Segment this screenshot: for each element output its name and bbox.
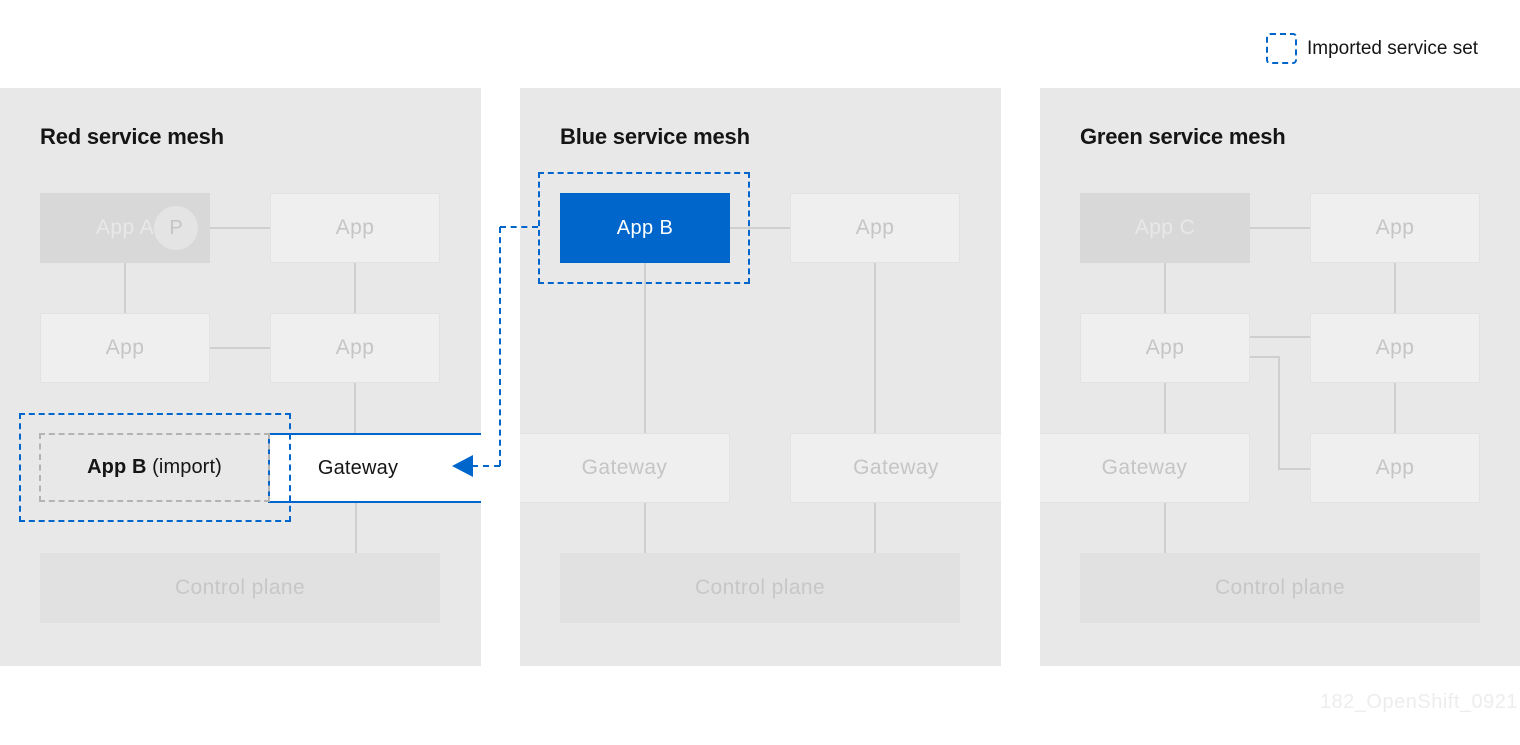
app-label: App <box>335 216 375 239</box>
connector-line <box>1250 356 1280 358</box>
watermark: 182_OpenShift_0921 <box>1319 691 1518 713</box>
control-plane-label: Control plane <box>1214 576 1346 599</box>
connector-line <box>354 383 356 433</box>
blue-mesh-panel: Blue service mesh App B App Gateway Gate… <box>520 88 1001 666</box>
gateway-label: Gateway <box>581 456 668 479</box>
import-app-label: App B <box>87 456 147 478</box>
red-mesh-panel: Red service mesh App A P App App App Gat… <box>0 88 481 666</box>
import-arrowhead-icon <box>452 455 473 477</box>
control-plane-box-green: Control plane <box>1080 553 1480 623</box>
red-mesh-title: Red service mesh <box>40 124 224 149</box>
connector-line <box>1250 336 1310 338</box>
app-b-import-box: App B (import) <box>39 433 270 502</box>
app-box: App <box>270 193 440 263</box>
app-label: App <box>1375 336 1415 359</box>
control-plane-label: Control plane <box>694 576 826 599</box>
app-b-box: App B <box>560 193 730 263</box>
app-label: App <box>1375 456 1415 479</box>
import-suffix-label: (import) <box>146 456 222 478</box>
import-arrow-line <box>499 227 501 466</box>
app-label: App <box>855 216 895 239</box>
connector-line <box>1164 263 1166 313</box>
green-mesh-title: Green service mesh <box>1080 124 1286 149</box>
app-box: App <box>1310 313 1480 383</box>
proxy-badge: P <box>154 206 198 250</box>
connector-line <box>355 502 357 553</box>
connector-line <box>644 502 646 553</box>
import-arrow-line <box>500 226 538 228</box>
gateway-label: Gateway <box>853 456 939 479</box>
connector-line <box>1164 383 1166 433</box>
app-a-box: App A P <box>40 193 210 263</box>
control-plane-box-red: Control plane <box>40 553 440 623</box>
gateway-label: Gateway <box>317 456 399 479</box>
green-mesh-panel: Green service mesh App C App App App Gat… <box>1040 88 1520 666</box>
app-label: App <box>1375 216 1415 239</box>
app-c-label: App C <box>1134 216 1196 239</box>
app-box: App <box>270 313 440 383</box>
app-box: App <box>40 313 210 383</box>
control-plane-box-blue: Control plane <box>560 553 960 623</box>
connector-line <box>1164 502 1166 553</box>
app-b-label: App B <box>616 216 674 239</box>
app-box: App <box>1080 313 1250 383</box>
gateway-box-green: Gateway <box>1040 433 1250 503</box>
imported-service-set-icon <box>1266 33 1297 64</box>
connector-line <box>1250 227 1310 229</box>
connector-line <box>1278 356 1280 470</box>
blue-mesh-title: Blue service mesh <box>560 124 750 149</box>
connector-line <box>1394 263 1396 313</box>
connector-line <box>210 227 270 229</box>
app-c-box: App C <box>1080 193 1250 263</box>
connector-line <box>1278 468 1310 470</box>
connector-line <box>730 227 790 229</box>
connector-line <box>874 502 876 553</box>
connector-line <box>124 263 126 313</box>
app-box: App <box>790 193 960 263</box>
connector-line <box>644 262 646 433</box>
app-label: App <box>105 336 145 359</box>
control-plane-label: Control plane <box>174 576 306 599</box>
app-a-label: App A <box>95 216 155 239</box>
gateway-box-blue-right: Gateway <box>790 433 1001 503</box>
connector-line <box>874 263 876 433</box>
connector-line <box>210 347 270 349</box>
legend-label: Imported service set <box>1307 37 1479 59</box>
app-box: App <box>1310 433 1480 503</box>
app-box: App <box>1310 193 1480 263</box>
imported-set-outline-blue <box>538 172 750 284</box>
app-label: App <box>1145 336 1185 359</box>
legend: Imported service set <box>1266 33 1478 64</box>
gateway-label: Gateway <box>1101 456 1188 479</box>
gateway-box-red: Gateway <box>268 433 481 503</box>
connector-line <box>1394 383 1396 433</box>
imported-set-outline-red <box>19 413 291 522</box>
gateway-box-blue-left: Gateway <box>520 433 730 503</box>
app-label: App <box>335 336 375 359</box>
connector-line <box>354 263 356 313</box>
import-arrow-line <box>472 465 500 467</box>
